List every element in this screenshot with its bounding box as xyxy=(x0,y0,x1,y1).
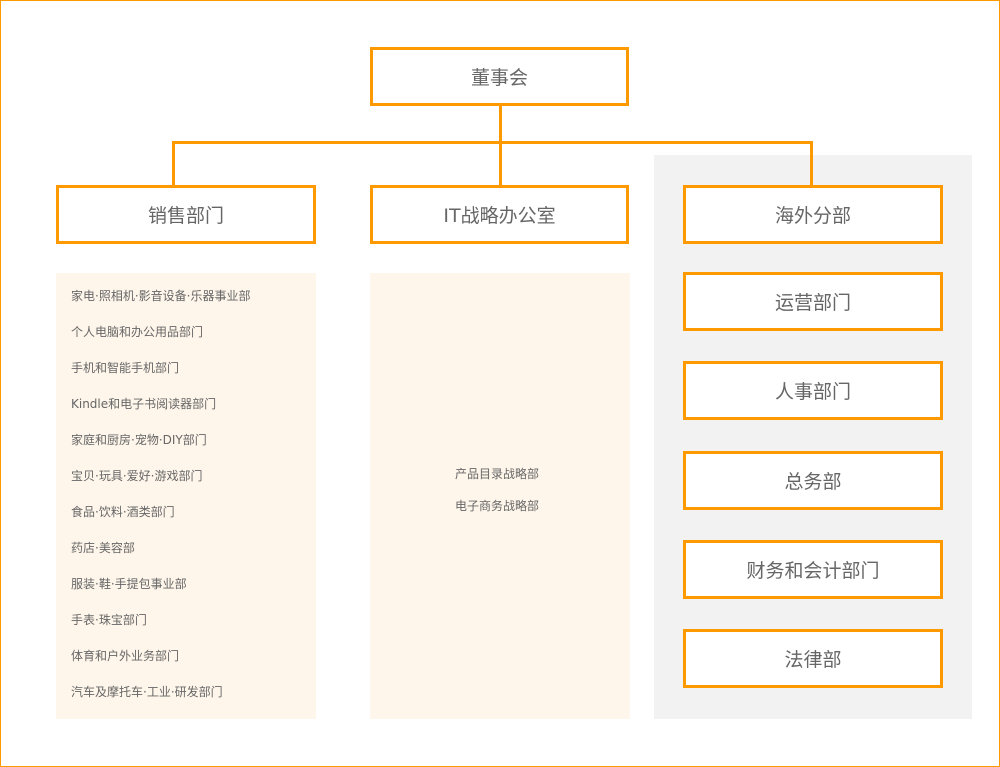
sales-item: 汽车及摩托车·工业·研发部门 xyxy=(71,685,223,699)
it-box: IT战略办公室 xyxy=(370,185,629,244)
sales-item: 食品·饮料·酒类部门 xyxy=(71,505,175,519)
connector xyxy=(499,105,502,186)
sales-item: 手表·珠宝部门 xyxy=(71,613,147,627)
overseas-panel xyxy=(654,155,972,719)
overseas-dept-box: 法律部 xyxy=(683,629,943,688)
sales-item: 手机和智能手机部门 xyxy=(71,361,180,375)
sales-item: 个人电脑和办公用品部门 xyxy=(71,325,204,339)
overseas-dept-box: 人事部门 xyxy=(683,361,943,421)
connector xyxy=(172,141,813,144)
it-item: 电子商务战略部 xyxy=(455,499,540,513)
overseas-box: 海外分部 xyxy=(683,185,943,244)
overseas-dept-box: 运营部门 xyxy=(683,272,943,331)
sales-item: 服装·鞋·手提包事业部 xyxy=(71,577,187,591)
board-box: 董事会 xyxy=(370,47,629,106)
connector xyxy=(172,141,175,186)
connector xyxy=(810,141,813,186)
sales-box: 销售部门 xyxy=(56,185,316,244)
sales-item: 家庭和厨房·宠物·DIY部门 xyxy=(71,433,207,447)
sales-item: 体育和户外业务部门 xyxy=(71,649,180,663)
sales-item: 药店·美容部 xyxy=(71,541,135,555)
it-panel xyxy=(370,273,630,719)
sales-item: 家电·照相机·影音设备·乐器事业部 xyxy=(71,289,251,303)
overseas-dept-box: 财务和会计部门 xyxy=(683,539,943,599)
sales-item: Kindle和电子书阅读器部门 xyxy=(71,397,217,411)
it-item: 产品目录战略部 xyxy=(455,467,540,481)
sales-panel xyxy=(56,273,316,719)
sales-item: 宝贝·玩具·爱好·游戏部门 xyxy=(71,469,203,483)
overseas-dept-box: 总务部 xyxy=(683,450,943,510)
